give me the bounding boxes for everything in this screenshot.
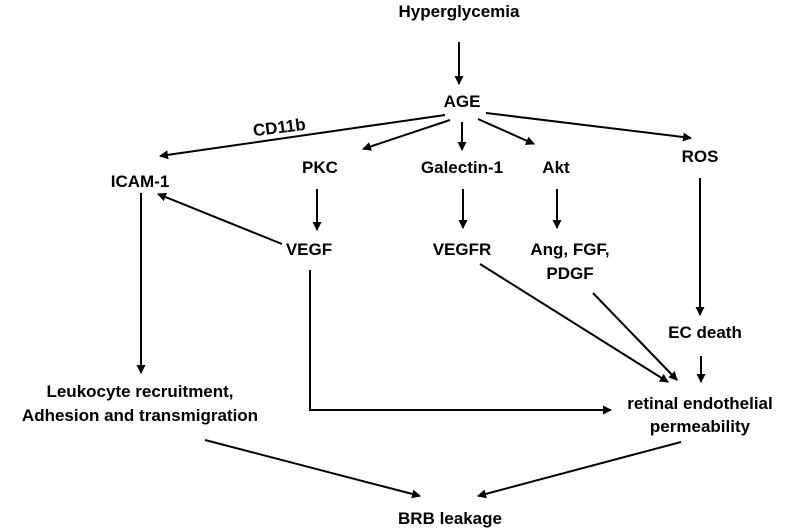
arrow-vegf-to-icam1 bbox=[157, 192, 283, 245]
node-leukocyte-line2: Adhesion and transmigration bbox=[22, 406, 258, 425]
arrow-age-to-akt bbox=[477, 118, 535, 145]
arrow-vegfr-to-permeability bbox=[479, 263, 669, 383]
node-vegf: VEGF bbox=[286, 240, 332, 259]
node-retinal-line1: retinal endothelial bbox=[627, 394, 772, 413]
node-hyperglycemia: Hyperglycemia bbox=[399, 2, 520, 21]
arrow-age-to-pkc bbox=[362, 119, 451, 151]
arrow-age-to-icam1 bbox=[159, 114, 446, 160]
node-galectin1: Galectin-1 bbox=[421, 158, 503, 177]
node-akt: Akt bbox=[542, 158, 570, 177]
arrow-age-to-ros bbox=[485, 112, 692, 142]
node-ec-death: EC death bbox=[668, 323, 742, 342]
node-ang-fgf: Ang, FGF, bbox=[530, 240, 609, 259]
node-age: AGE bbox=[444, 92, 481, 111]
node-retinal-line2: permeability bbox=[650, 417, 751, 436]
arrow-permeability-to-brb bbox=[477, 441, 682, 499]
node-brb-leakage: BRB leakage bbox=[398, 509, 502, 528]
arrow-leukocyte-to-brb bbox=[204, 439, 421, 499]
arrow-vegf-to-permeability bbox=[309, 270, 612, 415]
nodes: Hyperglycemia AGE CD11b ICAM-1 PKC Galec… bbox=[22, 2, 773, 528]
edges bbox=[136, 42, 706, 499]
node-leukocyte-line1: Leukocyte recruitment, bbox=[46, 382, 233, 401]
arrow-pdgf-to-permeability bbox=[592, 292, 678, 381]
node-icam1: ICAM-1 bbox=[111, 172, 170, 191]
node-pdgf: PDGF bbox=[546, 264, 593, 283]
node-vegfr: VEGFR bbox=[433, 240, 492, 259]
node-pkc: PKC bbox=[302, 158, 338, 177]
node-ros: ROS bbox=[682, 147, 719, 166]
